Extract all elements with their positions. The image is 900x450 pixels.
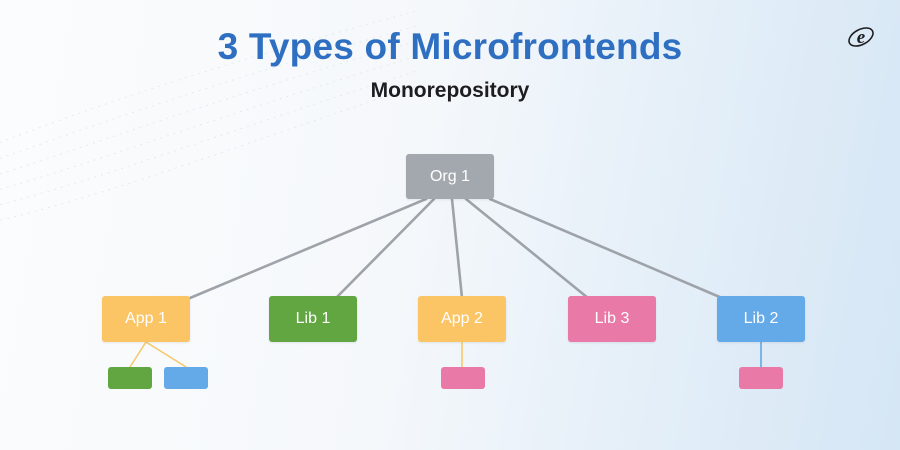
dependency-chip — [108, 367, 152, 389]
node-label: Lib 3 — [594, 310, 630, 327]
node-label: Lib 1 — [295, 310, 331, 327]
node-app-1: App 1 — [102, 296, 190, 342]
connector-org-to-child — [450, 197, 464, 300]
dependency-chip — [739, 367, 783, 389]
node-lib-2: Lib 2 — [717, 296, 805, 342]
connector-child-to-chip — [129, 341, 147, 368]
background-swoosh — [0, 9, 420, 221]
connector-child-to-chip — [145, 341, 187, 368]
diagram-subtitle: Monorepository — [370, 79, 530, 102]
connector-org-to-child — [488, 197, 724, 300]
node-lib-3: Lib 3 — [568, 296, 656, 342]
node-label: App 2 — [441, 310, 483, 327]
e-letter-logo-icon: e — [848, 27, 874, 48]
node-app-2: App 2 — [418, 296, 506, 342]
node-lib-1: Lib 1 — [269, 296, 357, 342]
node-org-1: Org 1 — [406, 154, 494, 199]
node-label: Org 1 — [429, 167, 470, 185]
connector-org-to-child — [188, 197, 428, 300]
logo-glyph: e — [857, 27, 866, 48]
connector-org-to-child — [464, 197, 590, 300]
dependency-chip — [441, 367, 485, 389]
dependency-chip — [164, 367, 208, 389]
node-label: Lib 2 — [743, 310, 779, 327]
page-title: 3 Types of Microfrontends — [217, 26, 683, 67]
connector-org-to-child — [334, 197, 436, 300]
node-label: App 1 — [125, 310, 167, 327]
